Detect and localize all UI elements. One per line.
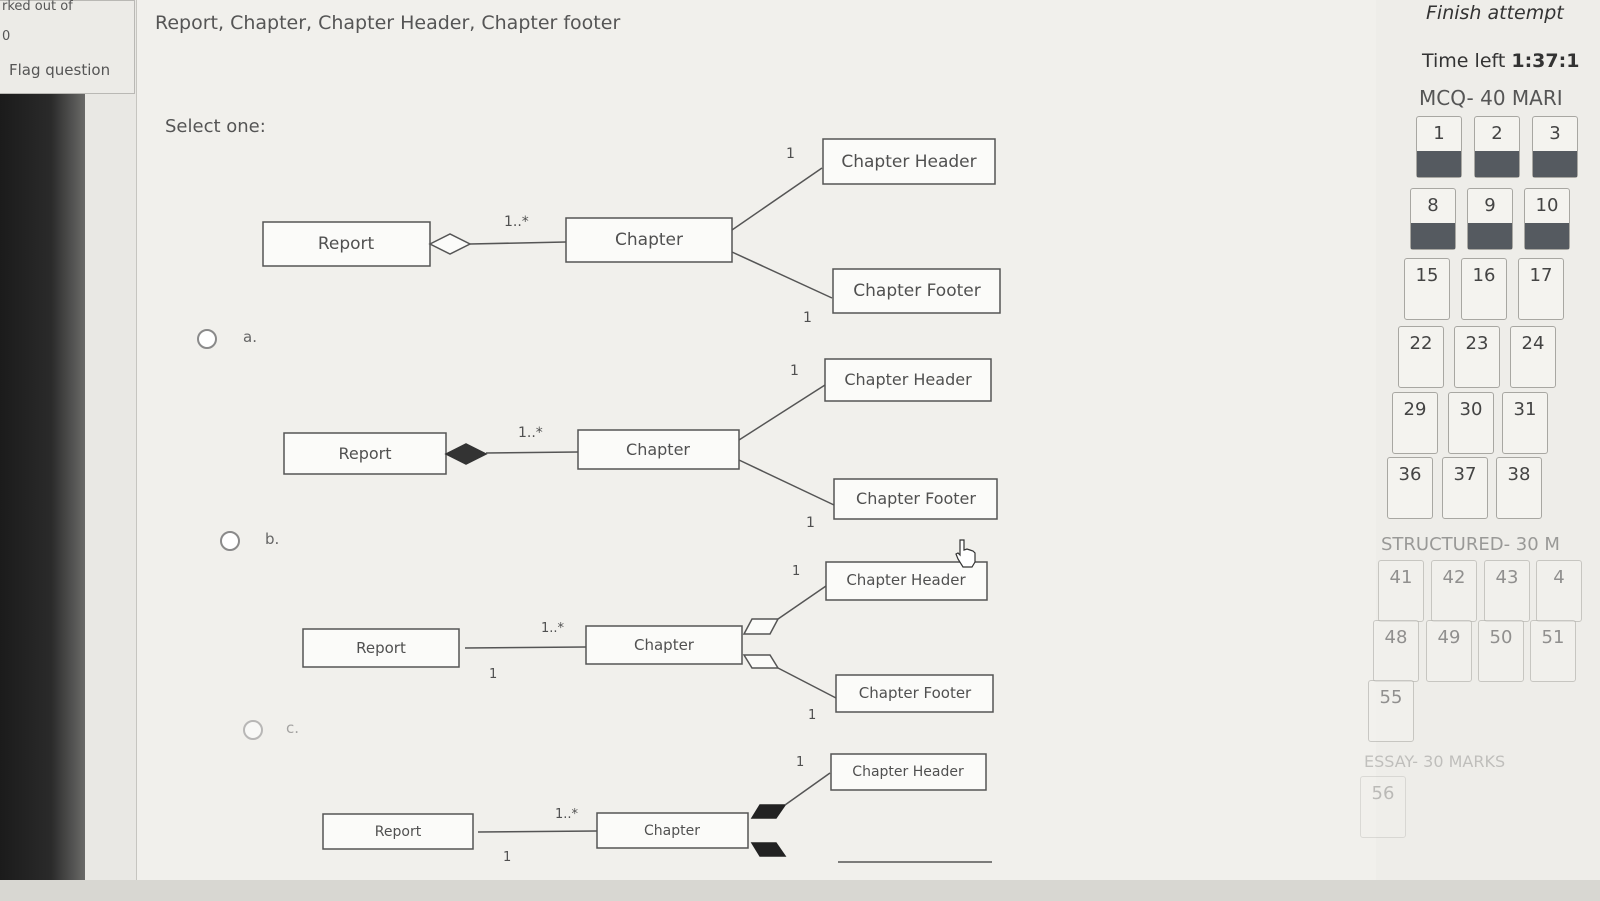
question-43-button[interactable]: 43 <box>1484 560 1530 622</box>
question-16-button[interactable]: 16 <box>1461 258 1507 320</box>
c-report-multiplicity: 1 <box>489 667 497 682</box>
a-footer-label: Chapter Footer <box>853 281 980 301</box>
time-left: Time left 1:37:1 <box>1422 50 1579 72</box>
question-29-button[interactable]: 29 <box>1392 392 1438 454</box>
section-mcq-title: MCQ- 40 MARI <box>1419 86 1563 110</box>
option-c-radio[interactable] <box>243 720 263 740</box>
question-24-button[interactable]: 24 <box>1510 326 1556 388</box>
question-42-button[interactable]: 42 <box>1431 560 1477 622</box>
d-header-multiplicity: 1 <box>796 755 804 770</box>
b-header-multiplicity: 1 <box>790 363 799 379</box>
c-chapter-box <box>585 625 743 665</box>
c-report-label: Report <box>356 639 406 657</box>
d-report-label: Report <box>375 824 422 840</box>
option-a-radio[interactable] <box>197 329 217 349</box>
question-56-button[interactable]: 56 <box>1360 776 1406 838</box>
c-header-label: Chapter Header <box>846 571 966 589</box>
d-chapter-box <box>596 812 749 849</box>
a-aggregation-diamond-icon <box>428 233 472 255</box>
question-55-button[interactable]: 55 <box>1368 680 1414 742</box>
question-10-button[interactable]: 10 <box>1524 188 1570 250</box>
b-chapter-multiplicity: 1..* <box>518 425 543 441</box>
c-footer-aggregation-icon <box>742 654 780 669</box>
a-chapter-label: Chapter <box>615 230 683 250</box>
b-composition-diamond-icon <box>444 443 488 465</box>
question-17-button[interactable]: 17 <box>1518 258 1564 320</box>
c-footer-box <box>835 674 994 713</box>
question-50-button[interactable]: 50 <box>1478 620 1524 682</box>
option-b-label[interactable]: b. <box>265 530 280 548</box>
timer-label: Time left <box>1422 50 1506 72</box>
question-36-button[interactable]: 36 <box>1387 457 1433 519</box>
a-footer-multiplicity: 1 <box>803 310 812 326</box>
option-b-radio[interactable] <box>220 531 240 551</box>
question-38-button[interactable]: 38 <box>1496 457 1542 519</box>
question-9-button[interactable]: 9 <box>1467 188 1513 250</box>
d-chapter-multiplicity: 1..* <box>555 807 579 822</box>
c-header-multiplicity: 1 <box>792 564 800 579</box>
a-header-label: Chapter Header <box>841 152 976 172</box>
question-44-button[interactable]: 4 <box>1536 560 1582 622</box>
section-structured-title: STRUCTURED- 30 M <box>1381 534 1560 555</box>
question-8-button[interactable]: 8 <box>1410 188 1456 250</box>
c-header-aggregation-icon <box>742 618 780 635</box>
question-51-button[interactable]: 51 <box>1530 620 1576 682</box>
marks-text: rked out of <box>2 0 73 14</box>
d-chapter-label: Chapter <box>644 823 700 839</box>
c-header-box <box>825 561 988 601</box>
option-a-label[interactable]: a. <box>243 328 257 346</box>
hand-cursor-icon <box>955 539 976 568</box>
question-text: Report, Chapter, Chapter Header, Chapter… <box>155 12 621 34</box>
question-49-button[interactable]: 49 <box>1426 620 1472 682</box>
b-report-label: Report <box>338 444 391 463</box>
c-footer-label: Chapter Footer <box>859 684 972 702</box>
b-chapter-box <box>577 429 740 470</box>
a-header-box <box>822 138 996 185</box>
question-15-button[interactable]: 15 <box>1404 258 1450 320</box>
a-chapter-multiplicity: 1..* <box>504 214 529 230</box>
monitor-bezel <box>0 0 85 901</box>
marks-value: 0 <box>2 29 11 44</box>
question-2-button[interactable]: 2 <box>1474 116 1520 178</box>
a-header-multiplicity: 1 <box>786 146 795 162</box>
question-37-button[interactable]: 37 <box>1442 457 1488 519</box>
a-chapter-box <box>565 217 733 263</box>
uml-diagrams: Report Chapter Chapter Header Chapter Fo… <box>262 138 1001 865</box>
d-header-box <box>830 753 987 791</box>
option-c-label[interactable]: c. <box>286 719 300 737</box>
question-48-button[interactable]: 48 <box>1373 620 1419 682</box>
finish-attempt-link[interactable]: Finish attempt <box>1426 2 1564 24</box>
b-footer-box <box>833 478 998 520</box>
b-chapter-label: Chapter <box>626 440 690 459</box>
d-report-multiplicity: 1 <box>503 850 511 865</box>
a-footer-box <box>832 268 1001 314</box>
b-header-label: Chapter Header <box>844 370 972 389</box>
a-report-label: Report <box>318 234 375 254</box>
flag-question-link[interactable]: Flag question <box>9 61 111 79</box>
d-footer-composition-icon <box>750 842 787 857</box>
question-30-button[interactable]: 30 <box>1448 392 1494 454</box>
d-header-label: Chapter Header <box>852 764 964 780</box>
timer-value: 1:37:1 <box>1511 50 1580 72</box>
question-info-box: rked out of 0 Flag question <box>0 0 135 94</box>
d-report-box <box>322 813 474 850</box>
section-essay-title: ESSAY- 30 MARKS <box>1364 752 1506 771</box>
question-3-button[interactable]: 3 <box>1532 116 1578 178</box>
select-one-prompt: Select one: <box>165 116 266 137</box>
screen-bottom-edge <box>0 880 1600 901</box>
c-chapter-multiplicity: 1..* <box>541 621 565 636</box>
b-footer-multiplicity: 1 <box>806 515 815 531</box>
b-header-box <box>824 358 992 402</box>
question-23-button[interactable]: 23 <box>1454 326 1500 388</box>
question-41-button[interactable]: 41 <box>1378 560 1424 622</box>
c-chapter-label: Chapter <box>634 636 695 654</box>
c-report-box <box>302 628 460 668</box>
c-footer-multiplicity: 1 <box>808 708 816 723</box>
question-22-button[interactable]: 22 <box>1398 326 1444 388</box>
question-1-button[interactable]: 1 <box>1416 116 1462 178</box>
d-header-composition-icon <box>750 804 787 819</box>
b-footer-label: Chapter Footer <box>856 489 976 508</box>
question-31-button[interactable]: 31 <box>1502 392 1548 454</box>
